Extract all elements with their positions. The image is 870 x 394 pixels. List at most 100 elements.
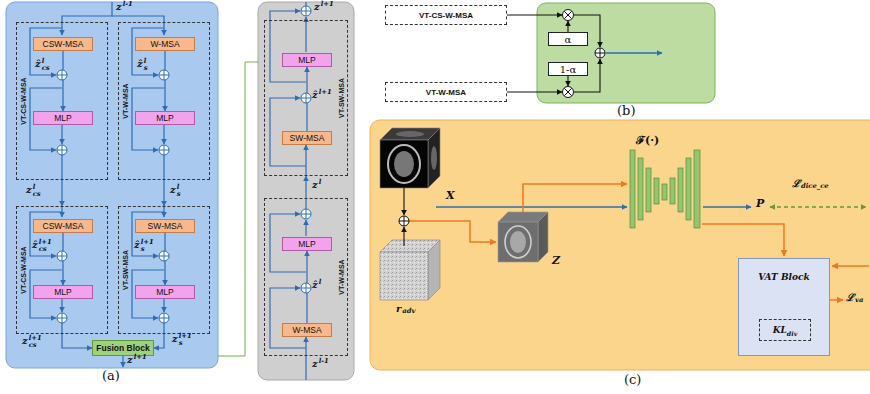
subscript: cs [42, 65, 50, 72]
dashed-block: VT-W-MSA [385, 82, 507, 102]
dashed-block: VT-SW-MSAMLPSW-MSA [264, 20, 348, 176]
math-label: radv [396, 303, 415, 315]
subscript: cs [33, 191, 41, 198]
noise-cube [380, 240, 440, 300]
script-stack: ls [177, 184, 181, 198]
process-box: W-MSA [135, 37, 195, 51]
flow-arrow [163, 180, 164, 206]
math-label: ℒdice_ce [792, 178, 829, 190]
math-label: ẑl+1cs [32, 239, 52, 253]
process-box: CSW-MSA [33, 219, 93, 233]
flow-arrow [154, 334, 164, 348]
symbol-text: P [756, 198, 764, 211]
node-text: VT-CS-W-MSA [19, 246, 28, 293]
add-symbol [595, 48, 605, 58]
vat-block: VAT BlockKLdiv [738, 258, 830, 356]
superscript: l-1 [319, 358, 329, 365]
node-text: W-MSA [150, 39, 179, 49]
process-box: MLP [135, 285, 195, 299]
math-label: ℱ(·) [636, 135, 659, 148]
symbol-text: X [446, 190, 455, 203]
subscript: cs [39, 246, 52, 253]
node-text: W-MSA [292, 325, 321, 335]
math-label: ℒva [846, 292, 863, 304]
superscript: l+1 [321, 1, 334, 8]
math-label: zl-1 [312, 358, 329, 370]
symbol-text: r [396, 303, 401, 315]
symbol-text: ℒ [846, 292, 854, 304]
script-stack: l+1 [319, 89, 332, 101]
symbol-text: z [312, 358, 318, 370]
subscript: va [855, 297, 863, 304]
process-box: SW-MSA [135, 219, 195, 233]
script-stack: l+1s [141, 239, 154, 253]
node-text: VT-SW-MSA [121, 250, 130, 290]
subscript: adv [402, 308, 415, 315]
script-stack: l+1cs [39, 239, 52, 253]
fusion-wires [507, 15, 600, 92]
node-text: SW-MSA [290, 133, 325, 143]
script-stack: l [319, 279, 322, 291]
add-symbol [301, 209, 311, 219]
math-label: zlcs [26, 184, 41, 198]
symbol-text: z [170, 184, 176, 198]
flow-arrow [164, 51, 165, 111]
script-stack: lcs [42, 58, 50, 72]
symbol-text: z [116, 1, 122, 13]
add-symbol [399, 216, 409, 226]
superscript: l+1 [179, 333, 192, 340]
process-box: SW-MSA [282, 131, 332, 145]
superscript: l [144, 58, 148, 65]
process-box: KLdiv [759, 319, 811, 341]
symbol-text: ẑ [137, 58, 143, 72]
symbol-text: ẑ [312, 89, 318, 101]
symbol-text: z [127, 354, 133, 366]
flow-arrow [62, 51, 63, 111]
symbol-text: z [172, 333, 178, 347]
dashed-block: VT-W-MSAMLPW-MSA [264, 198, 348, 356]
multiply-symbol [563, 87, 574, 98]
process-box: MLP [282, 53, 332, 67]
math-label: zl-1 [116, 1, 133, 13]
process-box: 1-α [548, 62, 588, 76]
add-symbol [57, 251, 67, 261]
math-label: X [446, 190, 455, 203]
perturbed-cube [498, 212, 548, 262]
network-bars [630, 150, 700, 228]
math-label: zl+1cs [22, 335, 42, 349]
add-symbol [301, 93, 311, 103]
superscript: l [319, 179, 322, 186]
node-text: SW-MSA [148, 221, 183, 231]
subscript: s [141, 246, 154, 253]
panel-gray [258, 2, 354, 380]
flow-arrow [62, 334, 92, 348]
script-stack: l-1 [319, 358, 329, 370]
link-line [218, 62, 258, 356]
process-box: W-MSA [282, 323, 332, 337]
process-box: MLP [282, 237, 332, 251]
process-box: MLP [135, 111, 195, 125]
panel-a [6, 2, 218, 368]
panel-c [370, 120, 870, 370]
math-label: zl+1 [314, 1, 334, 13]
symbol-text: ℒ [792, 178, 800, 190]
add-symbol [159, 145, 169, 155]
math-label: ẑls [137, 58, 148, 72]
symbol-text: ẑ [32, 239, 38, 253]
panel-b [537, 3, 715, 103]
panel-label: (c) [624, 373, 641, 388]
symbol-text: ẑ [312, 279, 318, 291]
superscript: l [319, 279, 322, 286]
node-text: CSW-MSA [43, 39, 84, 49]
add-symbol [301, 283, 311, 293]
flow-arrow [305, 176, 306, 198]
superscript: l-1 [123, 1, 133, 8]
script-stack: lcs [33, 184, 41, 198]
subscript: s [179, 340, 192, 347]
math-label: Z [552, 255, 560, 268]
panel-letter: (b) [617, 104, 635, 119]
dashed-block: VT-CS-W-MSA [385, 5, 507, 25]
superscript: l+1 [134, 354, 147, 361]
subscript: s [177, 191, 181, 198]
